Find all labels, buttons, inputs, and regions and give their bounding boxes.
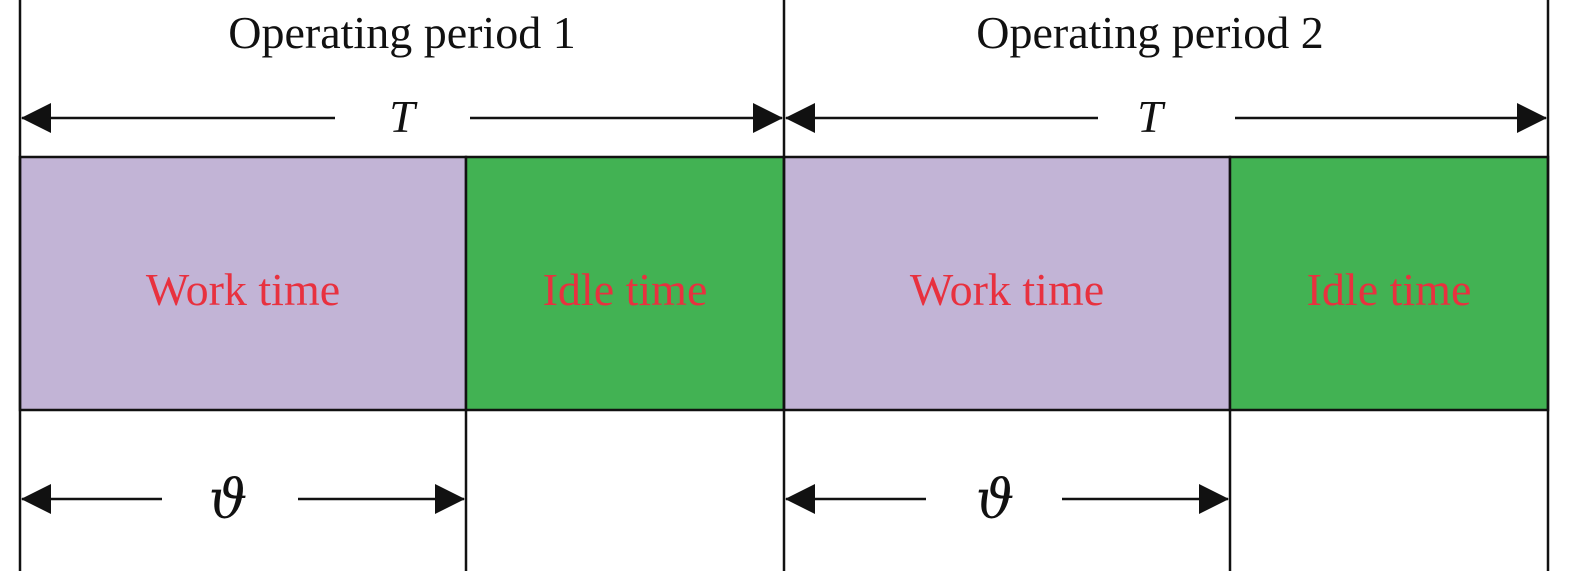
period-1-duration-symbol: T xyxy=(389,91,418,142)
idle-block-period-1 xyxy=(464,155,786,412)
period-1-label: Operating period 1 xyxy=(228,7,575,58)
period-2-work-duration-symbol: ϑ xyxy=(976,468,1015,531)
boundary-lines xyxy=(18,0,1550,571)
work-label-period-1: Work time xyxy=(146,264,340,315)
period-1-work-duration-symbol: ϑ xyxy=(209,468,248,531)
work-block-period-2 xyxy=(782,155,1232,412)
idle-block-period-2 xyxy=(1228,155,1550,412)
idle-label-period-2: Idle time xyxy=(1307,264,1472,315)
idle-label-period-1: Idle time xyxy=(543,264,708,315)
period-2-label: Operating period 2 xyxy=(976,7,1323,58)
period-2-duration-symbol: T xyxy=(1137,91,1166,142)
work-block-period-1 xyxy=(18,155,468,412)
work-label-period-2: Work time xyxy=(910,264,1104,315)
